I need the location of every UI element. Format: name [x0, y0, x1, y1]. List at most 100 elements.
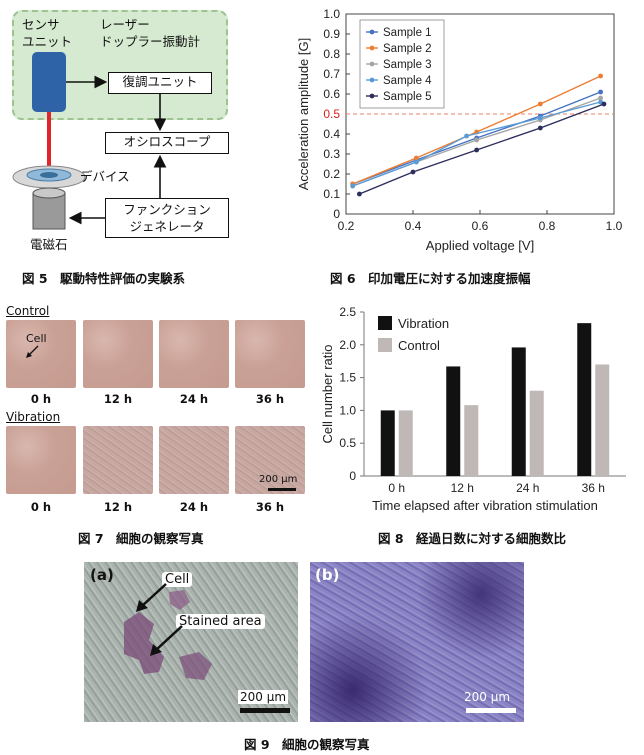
sensor-unit-label: センサ ユニット [22, 17, 73, 49]
magnet-label: 電磁石 [30, 237, 68, 252]
legend-label: Sample 1 [383, 27, 432, 39]
fig5-connectors [12, 75, 167, 230]
data-point [598, 73, 603, 79]
fig9a-scale-label: 200 μm [238, 690, 289, 704]
x-tick-label: 0 h [388, 481, 405, 495]
time-label-vib-3: 36 h [255, 500, 285, 514]
y-axis-label: Cell number ratio [320, 345, 335, 444]
micro-vibration-24h [159, 426, 229, 494]
legend-label: Sample 2 [383, 43, 432, 55]
time-label-control-2: 24 h [179, 392, 209, 406]
sensor-block [32, 52, 66, 112]
time-label-control-1: 12 h [103, 392, 133, 406]
data-point [601, 101, 607, 107]
ldv-label: レーザー ドップラー振動計 [100, 17, 201, 49]
data-point [537, 101, 543, 107]
y-tick-label: 0.4 [323, 127, 340, 141]
time-label-control-0: 0 h [30, 392, 52, 406]
y-tick-label: 0.5 [339, 436, 356, 450]
scale-bar-fig7 [268, 488, 296, 491]
legend-swatch [378, 316, 392, 330]
micro-vibration-36h [235, 426, 305, 494]
fig9-panel-a [84, 562, 298, 722]
y-tick-label: 0.8 [323, 47, 340, 61]
y-tick-label: 0 [349, 469, 356, 483]
y-tick-label: 1.5 [339, 371, 356, 385]
micro-control-0h [6, 320, 76, 388]
control-row-label: Control [6, 304, 50, 318]
fig9-cell-label: Cell [162, 572, 193, 587]
micro-control-36h [235, 320, 305, 388]
bar-control-2 [529, 390, 544, 476]
legend-swatch [378, 338, 392, 352]
fig9-panel-a-letter: (a) [90, 566, 114, 584]
y-tick-label: 0.2 [323, 167, 340, 181]
y-tick-label: 1.0 [323, 7, 340, 21]
y-tick-label: 0.5 [323, 107, 340, 121]
fig9a-scale-bar [240, 708, 290, 713]
y-tick-label: 0 [333, 207, 340, 221]
bar-vibration-1 [446, 366, 461, 476]
data-point [464, 133, 469, 139]
y-tick-label: 0.6 [323, 87, 340, 101]
stained-area-shapes [124, 590, 212, 680]
legend-label: Sample 4 [383, 75, 432, 87]
demod-box: 復調ユニット [108, 72, 212, 94]
x-tick-label: 0.6 [472, 219, 489, 233]
legend-marker [369, 77, 375, 83]
micro-vibration-0h [6, 426, 76, 494]
bar-control-3 [595, 364, 610, 476]
fig7-caption: 図 7 細胞の観察写真 [78, 531, 204, 546]
y-tick-label: 0.7 [323, 67, 340, 81]
data-point [350, 183, 356, 189]
fig6-line-chart: 0 0.1 0.2 0.3 0.4 0.5 0.6 0.7 0.8 0.9 1.0 0.2 0.4 0.6… [296, 7, 623, 253]
fig9-arrows [136, 583, 183, 656]
device-center [40, 172, 58, 178]
bar-vibration-3 [577, 323, 592, 476]
data-point [598, 89, 603, 95]
demod-label: 復調ユニット [122, 74, 198, 89]
data-point [357, 191, 362, 197]
bar-control-0 [398, 410, 413, 476]
data-point [474, 137, 480, 143]
fig9-panel-b [310, 562, 524, 722]
x-tick-label: 1.0 [606, 219, 623, 233]
fig9b-scale-label: 200 μm [464, 690, 511, 704]
cell-annotation: Cell [26, 332, 47, 345]
x-axis-label: Time elapsed after vibration stimulation [372, 498, 598, 513]
micro-control-24h [159, 320, 229, 388]
x-axis-label: Applied voltage [V] [426, 238, 534, 253]
x-tick-label: 0.4 [405, 219, 422, 233]
data-point [474, 147, 480, 153]
series-line-4 [352, 101, 601, 187]
funcgen-box: ファンクション ジェネレータ [105, 198, 229, 238]
x-tick-label: 12 h [451, 481, 474, 495]
time-label-vib-1: 12 h [103, 500, 133, 514]
bar-vibration-2 [511, 347, 526, 476]
series-line-5 [359, 103, 605, 195]
scale-bar-label-fig7: 200 μm [259, 474, 298, 485]
y-tick-label: 2.5 [339, 305, 356, 319]
fig9-panel-b-letter: (b) [315, 566, 340, 584]
legend-marker [369, 61, 375, 67]
legend-label: Sample 5 [383, 91, 432, 103]
y-tick-label: 0.3 [323, 147, 340, 161]
y-tick-label: 2.0 [339, 338, 356, 352]
fig9-caption: 図 9 細胞の観察写真 [244, 737, 370, 752]
x-tick-label: 0.2 [338, 219, 355, 233]
legend-marker [369, 93, 375, 99]
x-tick-label: 36 h [582, 481, 605, 495]
data-point [537, 115, 543, 121]
oscilloscope-label: オシロスコープ [123, 134, 211, 149]
y-tick-label: 0.1 [323, 187, 340, 201]
legend-marker [369, 45, 375, 51]
time-label-control-3: 36 h [255, 392, 285, 406]
legend-label: Sample 3 [383, 59, 432, 71]
x-tick-label: 24 h [516, 481, 539, 495]
fig9b-scale-bar [466, 708, 516, 713]
micro-vibration-12h [83, 426, 153, 494]
fig9-stained-label: Stained area [176, 614, 265, 629]
fig5-caption: 図 5 駆動特性評価の実験系 [22, 271, 186, 286]
y-tick-label: 0.9 [323, 27, 340, 41]
